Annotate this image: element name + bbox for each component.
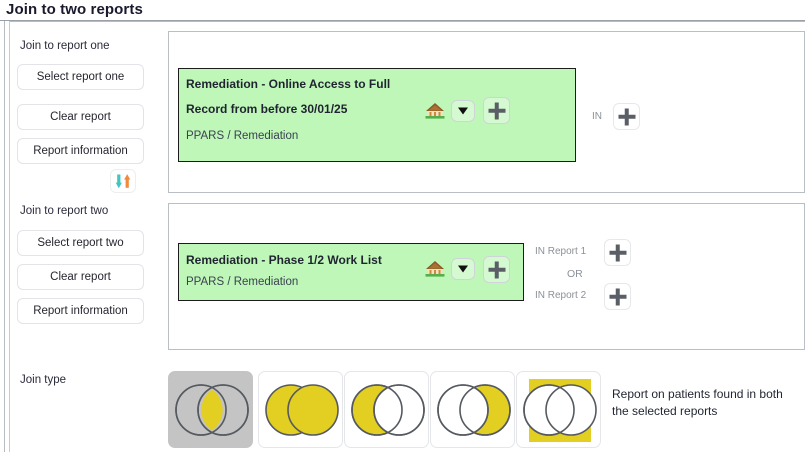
hut-icon	[425, 103, 445, 119]
report-one-card-subtitle: PPARS / Remediation	[186, 130, 299, 142]
report-two-add-button[interactable]	[483, 256, 510, 283]
select-report-one-button[interactable]: Select report one	[17, 64, 144, 90]
report-one-card-title-line1: Remediation - Online Access to Full	[186, 77, 391, 91]
report-one-add-button[interactable]	[483, 97, 510, 124]
report-one-information-button[interactable]: Report information	[17, 138, 144, 164]
report-two-card[interactable]: Remediation - Phase 1/2 Work List PPARS …	[178, 243, 524, 301]
clear-report-one-button[interactable]: Clear report	[17, 104, 144, 130]
report-two-card-title: Remediation - Phase 1/2 Work List	[186, 253, 382, 267]
join-type-full-outer-filled[interactable]	[258, 371, 343, 448]
venn-right-icon	[437, 384, 511, 436]
report-one-card[interactable]: Remediation - Online Access to Full Reco…	[178, 68, 576, 162]
join-to-report-two-label: Join to report two	[20, 205, 109, 217]
swap-vertical-icon	[115, 174, 131, 189]
report-one-connector-add-button[interactable]	[613, 103, 640, 130]
venn-left-icon	[351, 384, 425, 436]
chevron-down-icon	[458, 265, 468, 273]
report-two-information-button[interactable]: Report information	[17, 298, 144, 324]
title-divider	[0, 20, 805, 21]
chevron-down-icon	[458, 107, 468, 115]
join-to-report-one-label: Join to report one	[20, 40, 110, 52]
panel-left-rail	[6, 21, 10, 452]
venn-outside-icon	[523, 379, 597, 442]
report-two-dropdown-button[interactable]	[451, 258, 475, 280]
join-type-inner[interactable]	[168, 371, 253, 448]
clear-report-two-button[interactable]: Clear report	[17, 264, 144, 290]
report-one-in-label: IN	[592, 111, 602, 122]
hut-icon	[425, 261, 445, 277]
content-top-border	[10, 21, 805, 22]
report-one-dropdown-button[interactable]	[451, 100, 475, 122]
join-type-label: Join type	[20, 374, 67, 386]
join-type-right[interactable]	[430, 371, 515, 448]
window-left-rail	[0, 21, 5, 452]
in-report-2-add-button[interactable]	[604, 283, 631, 310]
report-two-card-subtitle: PPARS / Remediation	[186, 276, 299, 288]
join-type-left[interactable]	[344, 371, 429, 448]
join-type-description: Report on patients found in both the sel…	[612, 387, 783, 418]
in-report-1-add-button[interactable]	[604, 239, 631, 266]
swap-reports-button[interactable]	[110, 169, 136, 193]
or-label: OR	[567, 268, 583, 280]
venn-intersection-icon	[175, 384, 249, 436]
venn-union-icon	[265, 384, 339, 436]
report-one-card-title-line2: Record from before 30/01/25	[186, 102, 348, 116]
in-report-1-label: IN Report 1	[535, 246, 587, 257]
in-report-2-label: IN Report 2	[535, 290, 587, 301]
page-title: Join to two reports	[6, 1, 143, 18]
select-report-two-button[interactable]: Select report two	[17, 230, 144, 256]
join-type-outer-exclusive[interactable]	[516, 371, 601, 448]
